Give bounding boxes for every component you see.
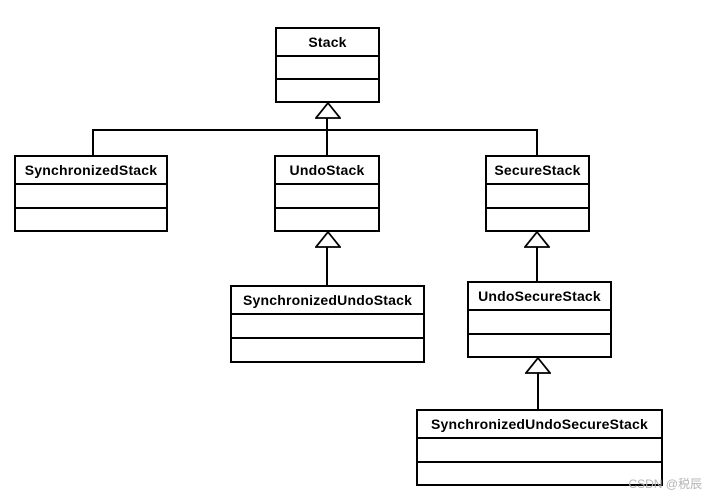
attributes-compartment: [16, 185, 166, 209]
class-box-synchronizedstack: SynchronizedStack: [14, 155, 168, 232]
attributes-compartment: [418, 439, 661, 463]
edge-undostack-to-synchronizedundostack: [326, 247, 328, 285]
class-name: Stack: [277, 29, 378, 57]
edge-bus-to-synchronizedstack: [92, 129, 94, 155]
class-box-synchronizedundostack: SynchronizedUndoStack: [230, 285, 425, 363]
methods-compartment: [276, 209, 378, 231]
edge-undosecurestack-to-synchronizedundosecurestack: [537, 373, 539, 409]
csdn-watermark: CSDN @税辰: [628, 477, 702, 491]
methods-compartment: [16, 209, 166, 231]
generalization-arrowhead-icon: [315, 102, 341, 119]
class-box-synchronizedundosecurestack: SynchronizedUndoSecureStack: [416, 409, 663, 486]
methods-compartment: [277, 80, 378, 101]
class-name: SynchronizedStack: [16, 157, 166, 185]
generalization-arrowhead-icon: [524, 231, 550, 248]
attributes-compartment: [277, 57, 378, 80]
class-name: SynchronizedUndoStack: [232, 287, 423, 315]
class-box-undosecurestack: UndoSecureStack: [467, 281, 612, 358]
edge-securestack-to-undosecurestack: [536, 247, 538, 281]
class-name: UndoStack: [276, 157, 378, 185]
attributes-compartment: [232, 315, 423, 339]
attributes-compartment: [469, 311, 610, 335]
methods-compartment: [487, 209, 588, 231]
attributes-compartment: [276, 185, 378, 209]
edge-horizontal-bus: [92, 129, 538, 131]
generalization-arrowhead-icon: [525, 357, 551, 374]
class-name: UndoSecureStack: [469, 283, 610, 311]
attributes-compartment: [487, 185, 588, 209]
methods-compartment: [232, 339, 423, 361]
class-box-stack: Stack: [275, 27, 380, 103]
generalization-arrowhead-icon: [315, 231, 341, 248]
class-box-undostack: UndoStack: [274, 155, 380, 232]
edge-bus-to-securestack: [536, 129, 538, 155]
edge-stack-arrow-to-bus: [326, 118, 328, 130]
edge-bus-to-undostack: [326, 129, 328, 155]
class-name: SynchronizedUndoSecureStack: [418, 411, 661, 439]
methods-compartment: [469, 335, 610, 357]
class-box-securestack: SecureStack: [485, 155, 590, 232]
class-name: SecureStack: [487, 157, 588, 185]
